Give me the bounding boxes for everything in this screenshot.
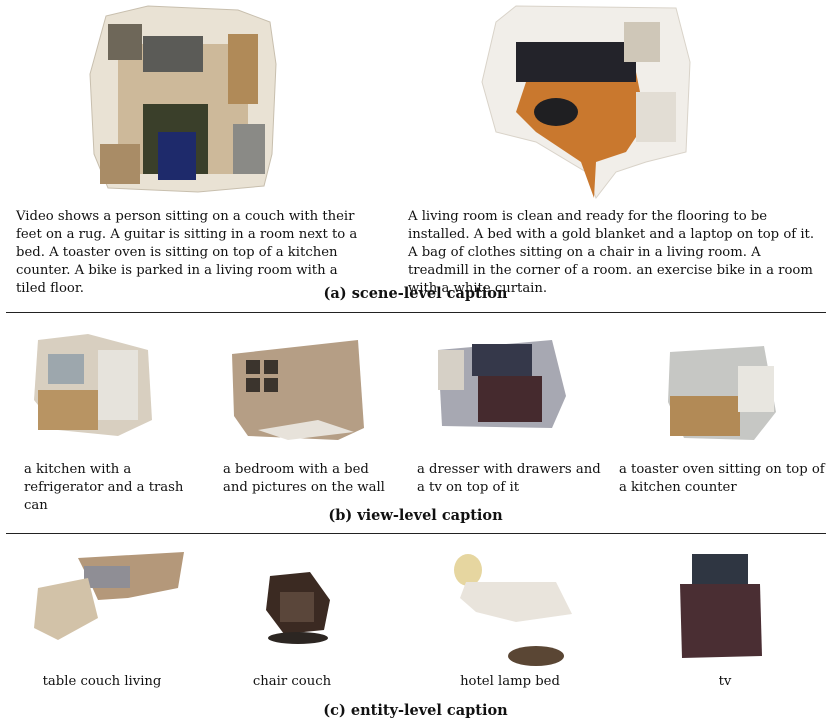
- view-caption-3: a dresser with drawers and a tv on top o…: [417, 462, 601, 495]
- view-image-dresser: [432, 336, 572, 436]
- scene-section-label: (a) scene-level caption: [323, 285, 508, 302]
- scene-caption-right: A living room is clean and ready for the…: [408, 209, 815, 296]
- view-image-bedroom: [228, 336, 368, 446]
- view-caption-1: a kitchen with a refrigerator and a tras…: [24, 462, 184, 513]
- entity-image-lamp-bed: [446, 552, 576, 668]
- scene-image-2: [476, 2, 694, 200]
- entity-caption-3: hotel lamp bed: [460, 674, 560, 689]
- section-divider: [6, 312, 826, 313]
- view-section-label: (b) view-level caption: [328, 507, 503, 524]
- entity-caption-2: chair couch: [252, 674, 332, 689]
- view-caption-2: a bedroom with a bed and pictures on the…: [223, 462, 385, 495]
- entity-image-couch: [28, 548, 188, 642]
- entity-caption-1: table couch living: [42, 674, 162, 689]
- entity-caption-4: tv: [718, 674, 732, 689]
- scene-caption-left: Video shows a person sitting on a couch …: [16, 209, 358, 296]
- entity-section-label: (c) entity-level caption: [323, 702, 508, 719]
- section-divider: [6, 533, 826, 534]
- view-image-kitchen: [28, 330, 158, 440]
- scene-image-1: [88, 4, 280, 194]
- view-caption-4: a toaster oven sitting on top of a kitch…: [619, 462, 825, 495]
- entity-image-tv: [672, 552, 768, 660]
- view-image-toaster: [664, 342, 784, 442]
- entity-image-chair: [258, 570, 338, 646]
